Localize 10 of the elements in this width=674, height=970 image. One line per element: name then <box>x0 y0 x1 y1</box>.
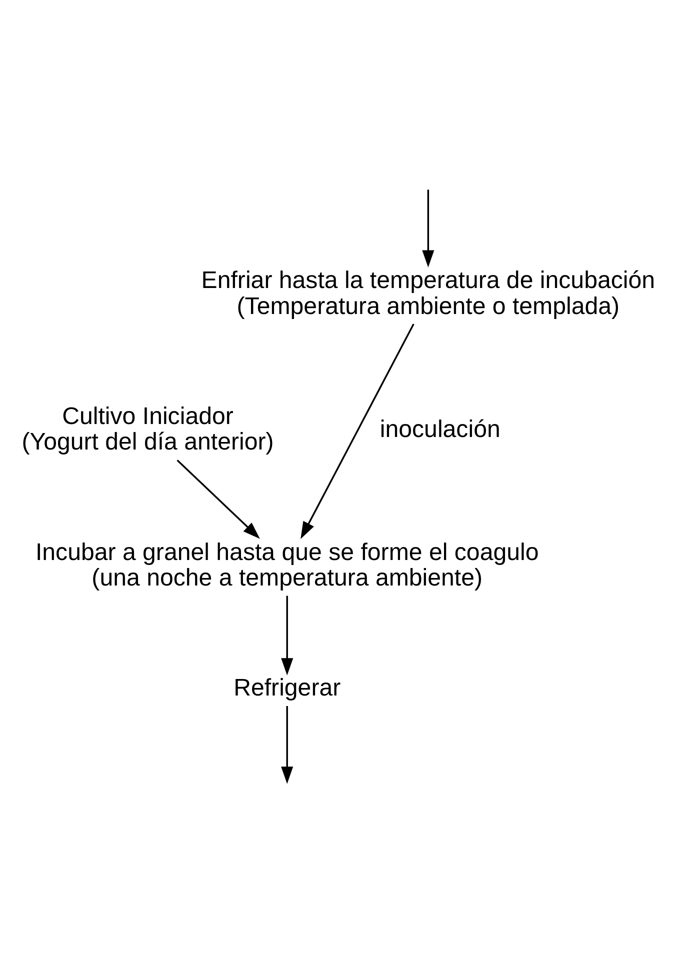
node-text: Enfriar hasta la temperatura de incubación (Temperatura ambiente o templada) <box>201 266 656 320</box>
arrow <box>281 706 294 784</box>
node-text: Refrigerar <box>234 674 341 702</box>
node-text: Cultivo Iniciador (Yogurt del día anterior) <box>22 402 274 456</box>
edge-label: inoculación <box>380 415 500 442</box>
arrow <box>281 595 294 675</box>
arrow <box>422 189 434 267</box>
node-text: Incubar a granel hasta que se forme el coagulo (una noche a temperatura ambiente) <box>35 538 539 592</box>
arrow <box>176 459 260 538</box>
arrow <box>300 323 414 538</box>
